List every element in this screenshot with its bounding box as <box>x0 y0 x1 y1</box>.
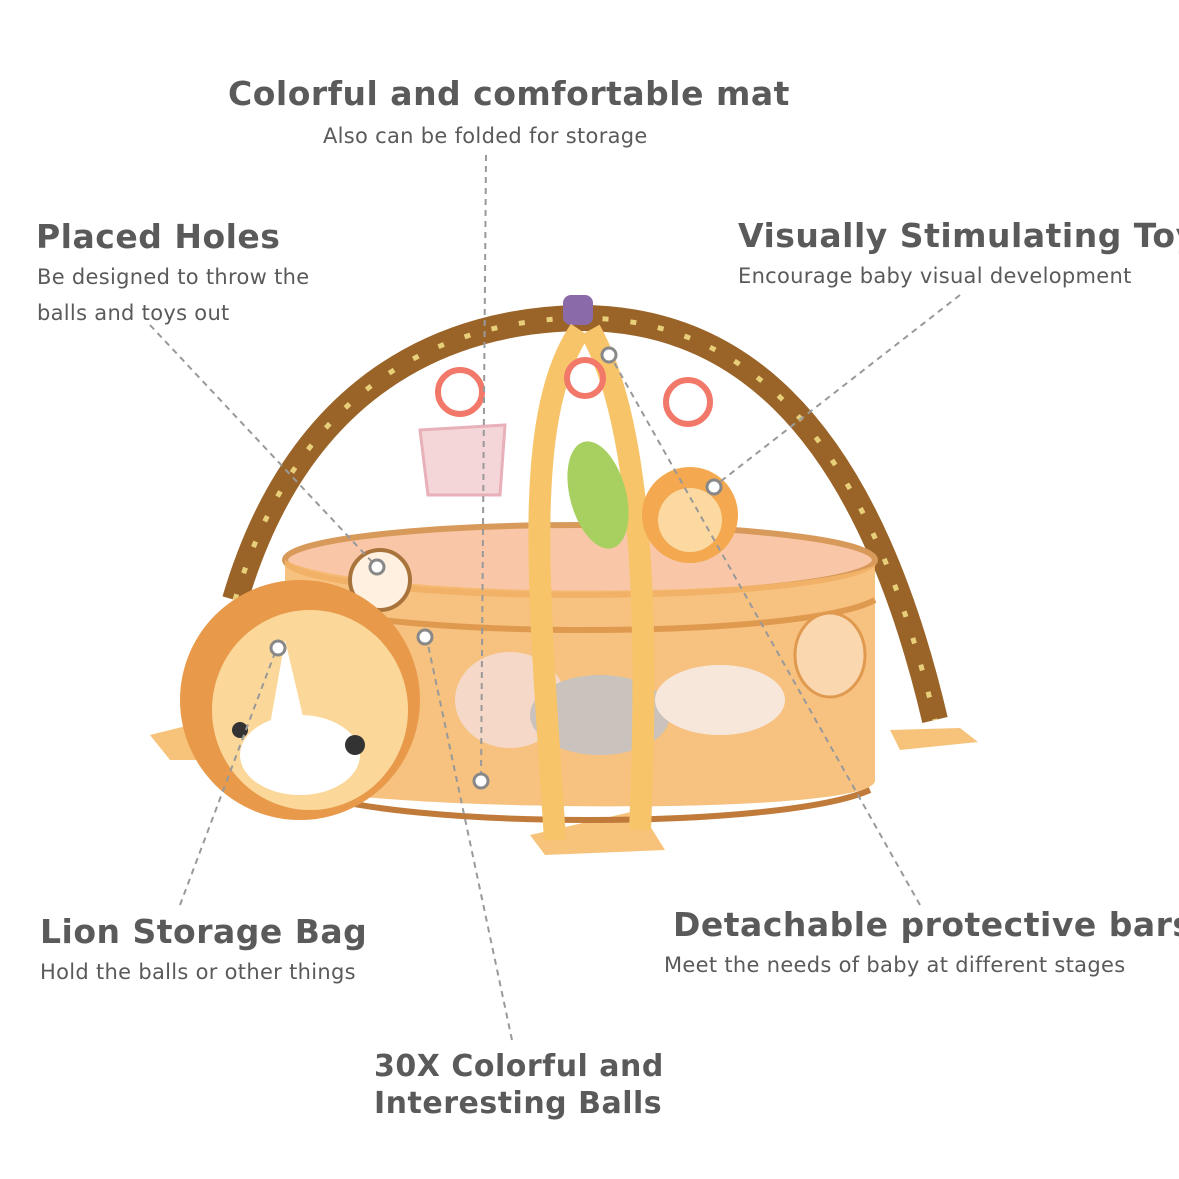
mat-foot-right <box>890 728 978 750</box>
holes-title: Placed Holes <box>36 217 281 256</box>
bars-title: Detachable protective bars <box>673 905 1179 944</box>
toys-subtitle: Encourage baby visual development <box>738 264 1132 288</box>
callout-lines <box>149 154 961 1041</box>
lion-toy-face <box>658 488 722 552</box>
holes-subtitle-1: Be designed to throw the <box>37 265 310 289</box>
arch-leaf-pattern <box>232 315 938 721</box>
leaf-toy <box>567 441 629 549</box>
placed-hole <box>348 548 412 612</box>
lion-bag-muzzle <box>240 715 360 795</box>
callout-dots <box>269 346 723 790</box>
baby-legs <box>655 665 785 735</box>
mat-title: Colorful and comfortable mat <box>228 74 790 113</box>
toys-title: Visually Stimulating Toys <box>738 216 1179 255</box>
lion-eye <box>345 735 365 755</box>
bag-title: Lion Storage Bag <box>40 912 368 951</box>
bag-subtitle: Hold the balls or other things <box>40 960 356 984</box>
lion-eye <box>232 722 248 738</box>
toy-ring <box>564 357 606 399</box>
bars-subtitle: Meet the needs of baby at different stag… <box>664 953 1126 977</box>
holes-subtitle-2: balls and toys out <box>37 301 230 325</box>
protective-bar-left <box>528 323 590 841</box>
koala-toy <box>418 423 507 497</box>
balls-title-2: Interesting Balls <box>374 1086 663 1121</box>
balls-title-1: 30X Colorful and <box>374 1049 664 1084</box>
lion-bag-nose-stripe <box>270 640 305 725</box>
toy-ring <box>663 377 713 427</box>
toy-ring <box>435 367 485 417</box>
ball-hole <box>793 611 867 699</box>
mat-subtitle: Also can be folded for storage <box>323 124 648 148</box>
arch-clip <box>563 295 593 325</box>
protective-bar-right <box>580 324 655 831</box>
